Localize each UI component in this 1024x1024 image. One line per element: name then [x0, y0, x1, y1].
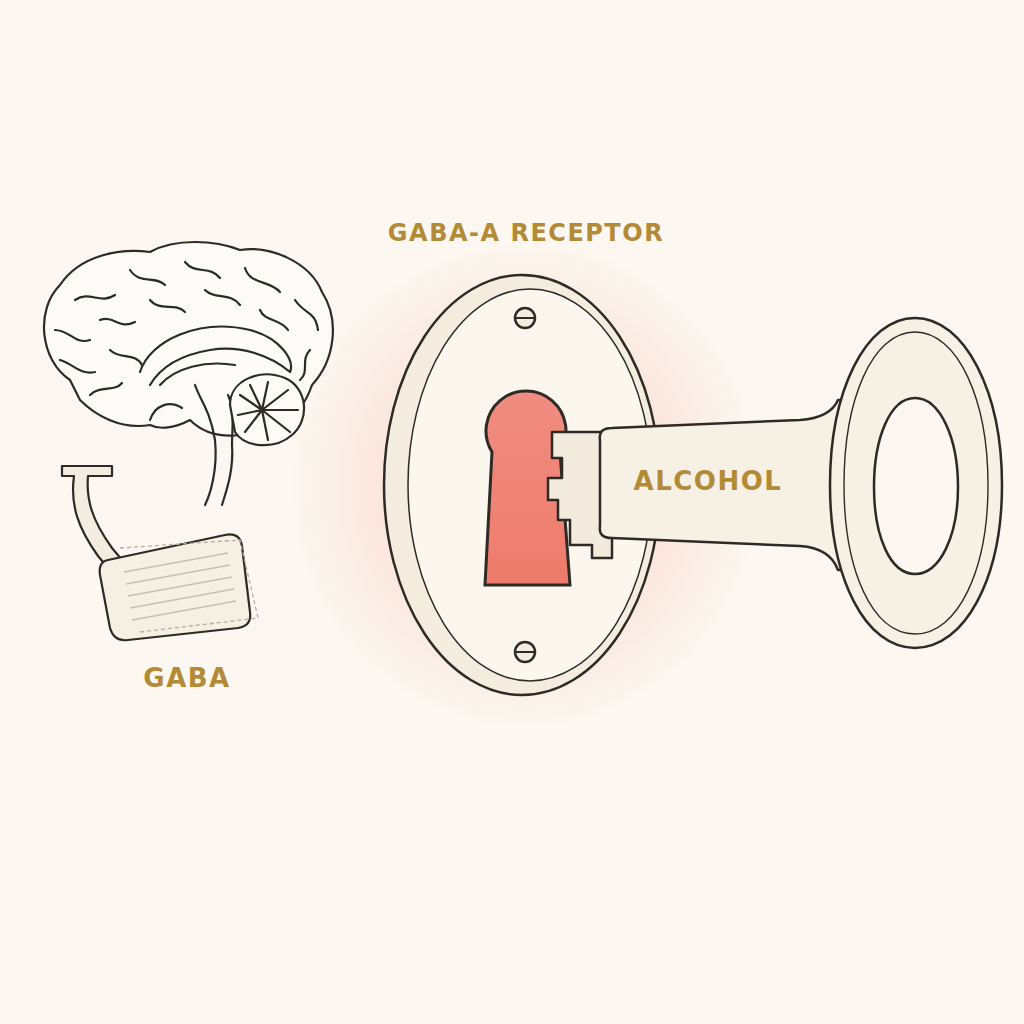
receptor-label: GABA-A RECEPTOR	[388, 221, 664, 245]
neurotransmitter-label: GABA	[143, 665, 230, 691]
ligand-label: ALCOHOL	[634, 468, 783, 494]
key	[548, 318, 1002, 648]
brake-pedal	[62, 466, 258, 640]
